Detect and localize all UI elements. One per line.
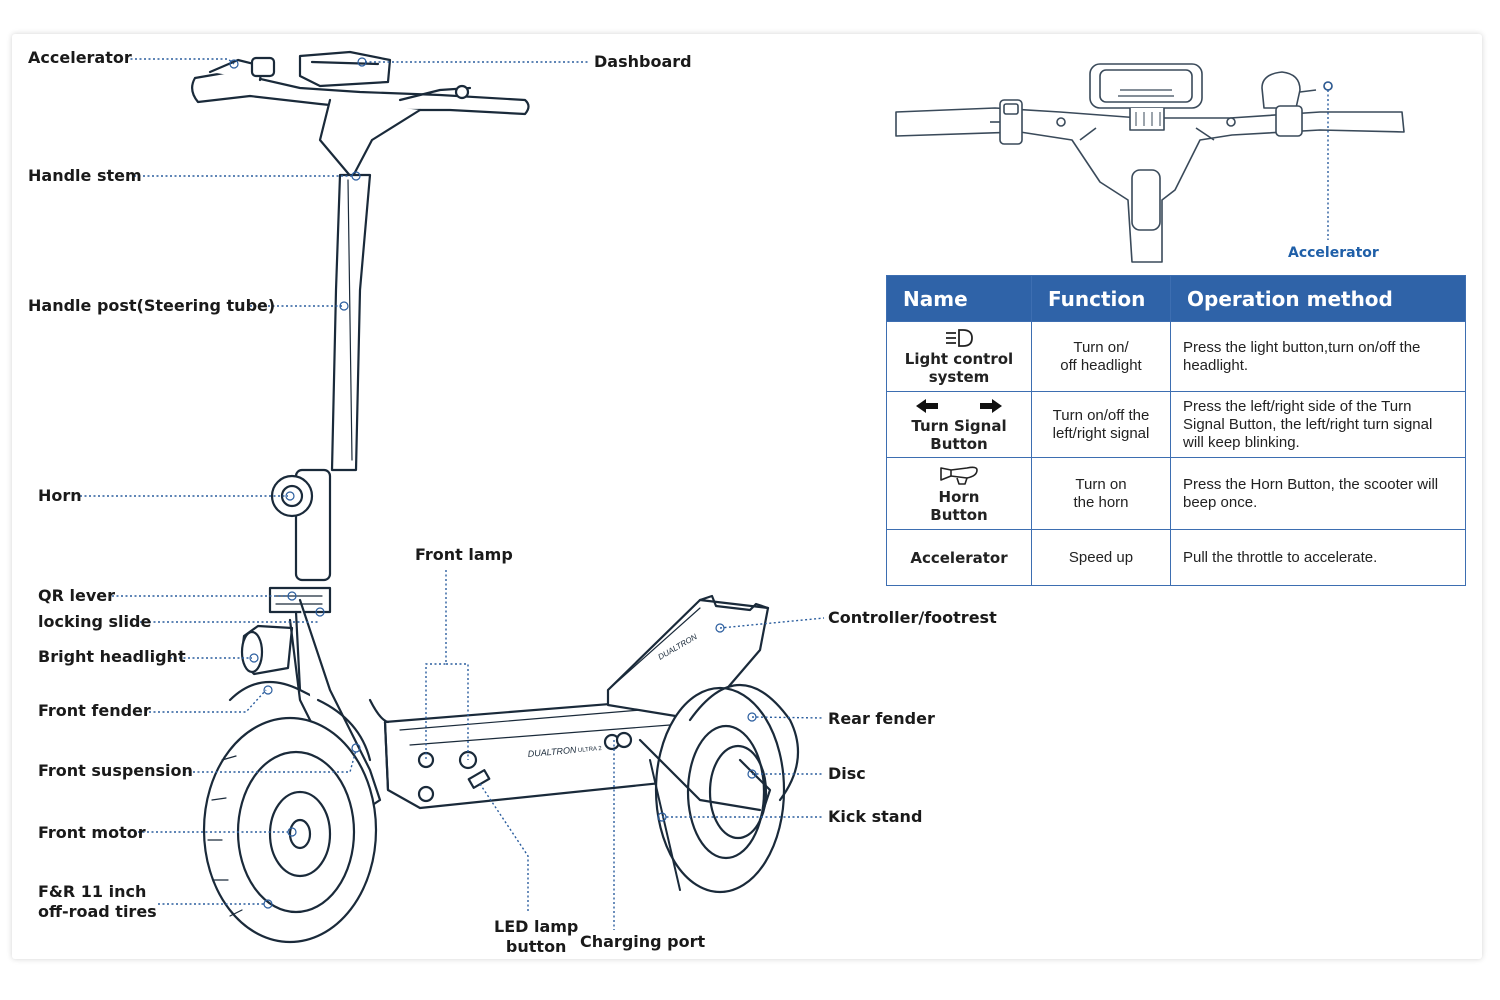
label-front-motor: Front motor — [38, 823, 146, 842]
cell-operation: Press the Horn Button, the scooter will … — [1170, 457, 1466, 530]
label-controller-footrest: Controller/footrest — [828, 608, 997, 627]
deck-brand-text: DUALTRON — [527, 745, 577, 759]
cell-name-line1: Light control — [904, 349, 1014, 368]
headlight-icon — [946, 328, 973, 347]
cell-function-line1: Turn on/ — [1073, 338, 1129, 356]
cell-name: Light control system — [886, 321, 1032, 392]
cell-function: Speed up — [1031, 529, 1171, 586]
table-row: Turn Signal Button Turn on/off the left/… — [886, 391, 1466, 458]
handlebar — [191, 50, 530, 180]
label-dashboard: Dashboard — [594, 52, 692, 71]
turn-signal-arrows-icon — [916, 398, 1002, 413]
cell-name: Horn Button — [886, 457, 1032, 530]
cell-function-line2: off headlight — [1060, 356, 1142, 374]
cell-name-line1: Horn — [938, 487, 980, 506]
cell-function: Turn on/off the left/right signal — [1031, 391, 1171, 458]
cell-function: Turn on the horn — [1031, 457, 1171, 530]
cell-function-line1: Speed up — [1068, 548, 1134, 566]
table-row: Light control system Turn on/ off headli… — [886, 321, 1466, 392]
handlebar-detail — [895, 63, 1405, 263]
label-accelerator: Accelerator — [28, 48, 132, 67]
rear-footrest — [606, 594, 770, 722]
front-wheel — [202, 716, 378, 944]
cell-operation: Press the light button,turn on/off the h… — [1170, 321, 1466, 392]
rear-wheel — [638, 684, 800, 894]
label-front-lamp: Front lamp — [415, 545, 513, 564]
headlight — [240, 624, 294, 676]
label-front-suspension: Front suspension — [38, 761, 193, 780]
cell-name: Accelerator — [886, 529, 1032, 586]
label-disc: Disc — [828, 764, 866, 783]
label-charging-port: Charging port — [580, 932, 706, 951]
steering-column — [268, 173, 372, 692]
horn-icon — [940, 466, 978, 485]
label-front-fender: Front fender — [38, 701, 151, 720]
table-header-row: Name Function Operation method — [886, 275, 1466, 322]
cell-operation: Pull the throttle to accelerate. — [1170, 529, 1466, 586]
label-rear-fender: Rear fender — [828, 709, 935, 728]
label-horn: Horn — [38, 486, 82, 505]
label-accelerator-detail: Accelerator — [1288, 245, 1379, 261]
header-operation: Operation method — [1170, 275, 1466, 322]
label-qr-lever: QR lever — [38, 586, 115, 605]
deck-model-text: ULTRA 2 — [578, 746, 603, 754]
leader-endpoints — [229, 57, 1333, 909]
header-name: Name — [886, 275, 1032, 322]
table-row: Accelerator Speed up Pull the throttle t… — [886, 529, 1466, 586]
label-handle-post: Handle post(Steering tube) — [28, 296, 276, 315]
label-led-lamp-button: LED lamp button — [494, 917, 578, 957]
cell-function-line2: the horn — [1073, 493, 1129, 511]
cell-name-line2: system — [928, 367, 990, 386]
cell-function-line2: left/right signal — [1052, 424, 1150, 442]
cell-name-line2: Button — [930, 434, 988, 453]
cell-operation: Press the left/right side of the Turn Si… — [1170, 391, 1466, 458]
cell-name-line1: Accelerator — [910, 548, 1008, 567]
header-function: Function — [1031, 275, 1171, 322]
label-led-line1: LED lamp — [494, 917, 579, 936]
label-tires: F&R 11 inch off-road tires — [38, 882, 157, 922]
table-row: Horn Button Turn on the horn Press the H… — [886, 457, 1466, 530]
cell-function-line1: Turn on — [1075, 475, 1127, 493]
label-locking-slide: locking slide — [38, 612, 152, 631]
label-bright-headlight: Bright headlight — [38, 647, 186, 666]
label-led-line2: button — [505, 937, 567, 956]
label-kick-stand: Kick stand — [828, 807, 923, 826]
cell-function-line1: Turn on/off the — [1052, 406, 1150, 424]
cell-name: Turn Signal Button — [886, 391, 1032, 458]
label-tires-line1: F&R 11 inch — [38, 882, 147, 901]
function-table: Name Function Operation method Light con… — [886, 275, 1466, 586]
cell-name-line1: Turn Signal — [911, 416, 1007, 435]
label-tires-line2: off-road tires — [38, 902, 157, 921]
label-handle-stem: Handle stem — [28, 166, 142, 185]
cell-name-line2: Button — [930, 505, 988, 524]
leader-lines — [80, 58, 1329, 930]
cell-function: Turn on/ off headlight — [1031, 321, 1171, 392]
